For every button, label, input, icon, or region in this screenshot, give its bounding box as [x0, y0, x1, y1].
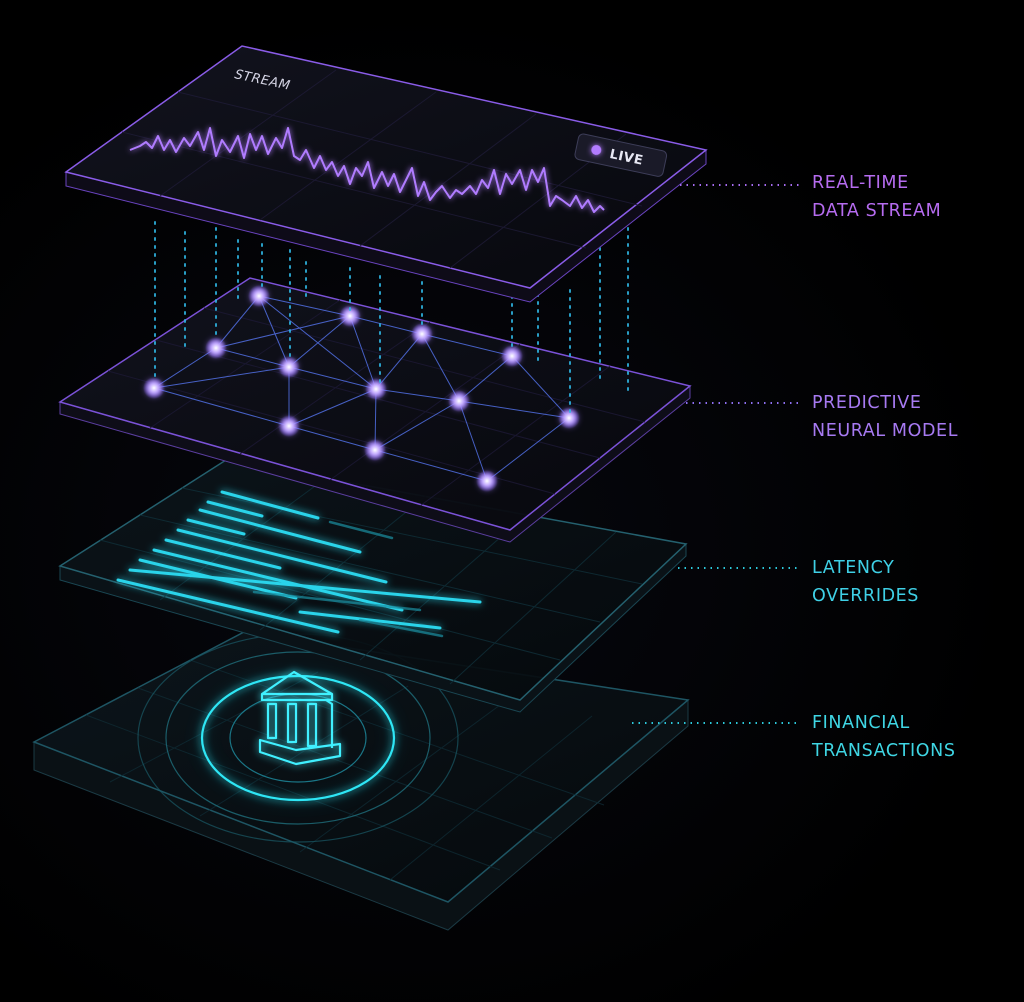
callout-predictive-neural-model: PREDICTIVE NEURAL MODEL [812, 389, 958, 445]
neural-panel [58, 277, 692, 531]
callout-latency-overrides: LATENCY OVERRIDES [812, 554, 919, 610]
callout-financial-line1: FINANCIAL [812, 713, 910, 733]
neural-model-layer [58, 277, 800, 543]
log-lines [116, 490, 482, 634]
callout-neural-line2: NEURAL MODEL [812, 421, 959, 441]
callout-real-time-data-stream: REAL-TIME DATA STREAM [812, 169, 941, 225]
data-stream-layer: STREAM LIVE [64, 45, 800, 303]
neural-nodes [143, 285, 580, 492]
live-dot-icon [591, 144, 602, 155]
stream-panel [64, 45, 708, 289]
callout-latency-line2: OVERRIDES [812, 586, 920, 606]
callout-financial-transactions: FINANCIAL TRANSACTIONS [812, 709, 956, 765]
bank-icon [258, 670, 342, 766]
data-drips [154, 221, 629, 413]
neural-edges [153, 295, 570, 482]
callout-stream-line1: REAL-TIME [812, 173, 909, 193]
live-badge: LIVE [574, 133, 668, 177]
stream-waveform [129, 127, 605, 213]
financial-panel [32, 631, 690, 903]
callout-latency-line1: LATENCY [812, 558, 895, 578]
callout-stream-line2: DATA STREAM [812, 201, 942, 221]
callout-financial-line2: TRANSACTIONS [812, 741, 956, 761]
live-label: LIVE [608, 147, 644, 169]
callout-neural-line1: PREDICTIVE [812, 393, 922, 413]
